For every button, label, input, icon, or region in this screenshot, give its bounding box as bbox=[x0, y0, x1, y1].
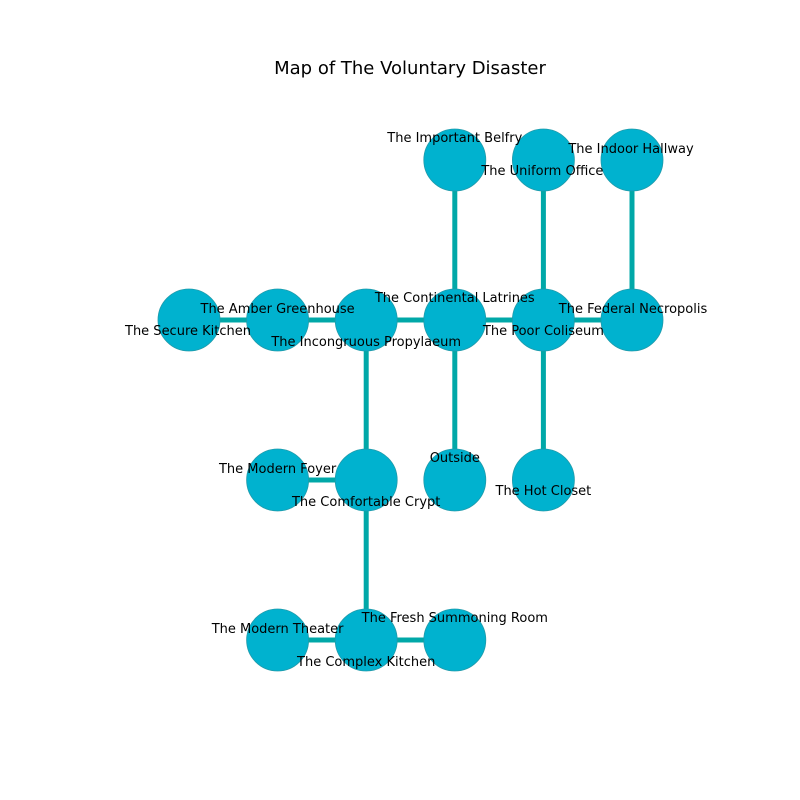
room-label-hot-closet: The Hot Closet bbox=[495, 484, 592, 499]
room-node-modern-theater[interactable] bbox=[246, 608, 310, 672]
room-label-federal-necropolis: The Federal Necropolis bbox=[558, 302, 708, 317]
room-node-complex-kitchen[interactable] bbox=[334, 608, 398, 672]
room-label-complex-kitchen: The Complex Kitchen bbox=[296, 655, 435, 670]
room-node-uniform-office[interactable] bbox=[512, 128, 575, 192]
room-label-amber-greenhouse: The Amber Greenhouse bbox=[200, 302, 355, 317]
room-label-secure-kitchen: The Secure Kitchen bbox=[124, 324, 251, 339]
room-node-important-belfry[interactable] bbox=[423, 128, 487, 192]
room-node-hot-closet[interactable] bbox=[512, 448, 575, 512]
room-node-amber-greenhouse[interactable] bbox=[246, 288, 310, 352]
room-label-incongruous-propylaeum: The Incongruous Propylaeum bbox=[270, 335, 461, 350]
room-node-secure-kitchen[interactable] bbox=[157, 288, 221, 352]
map-title: Map of The Voluntary Disaster bbox=[274, 58, 546, 79]
room-label-modern-theater: The Modern Theater bbox=[211, 622, 344, 637]
room-node-modern-foyer[interactable] bbox=[246, 448, 310, 512]
room-label-outside: Outside bbox=[430, 451, 480, 466]
room-label-uniform-office: The Uniform Office bbox=[480, 164, 603, 179]
rooms-layer bbox=[157, 128, 664, 672]
room-node-incongruous-propylaeum[interactable] bbox=[334, 288, 398, 352]
room-node-continental-latrines[interactable] bbox=[423, 288, 487, 352]
room-label-poor-coliseum: The Poor Coliseum bbox=[482, 324, 604, 339]
room-node-comfortable-crypt[interactable] bbox=[334, 448, 398, 512]
room-node-federal-necropolis[interactable] bbox=[600, 288, 664, 352]
room-label-comfortable-crypt: The Comfortable Crypt bbox=[291, 495, 440, 510]
room-label-continental-latrines: The Continental Latrines bbox=[374, 291, 535, 306]
room-label-indoor-hallway: The Indoor Hallway bbox=[567, 142, 694, 157]
room-node-fresh-summoning-room[interactable] bbox=[423, 608, 487, 672]
room-label-fresh-summoning-room: The Fresh Summoning Room bbox=[361, 611, 548, 626]
room-label-modern-foyer: The Modern Foyer bbox=[218, 462, 337, 477]
room-node-indoor-hallway[interactable] bbox=[600, 128, 664, 192]
room-label-important-belfry: The Important Belfry bbox=[386, 131, 522, 146]
room-node-poor-coliseum[interactable] bbox=[512, 288, 575, 352]
room-node-outside[interactable] bbox=[423, 448, 487, 512]
connections-layer bbox=[189, 160, 635, 643]
